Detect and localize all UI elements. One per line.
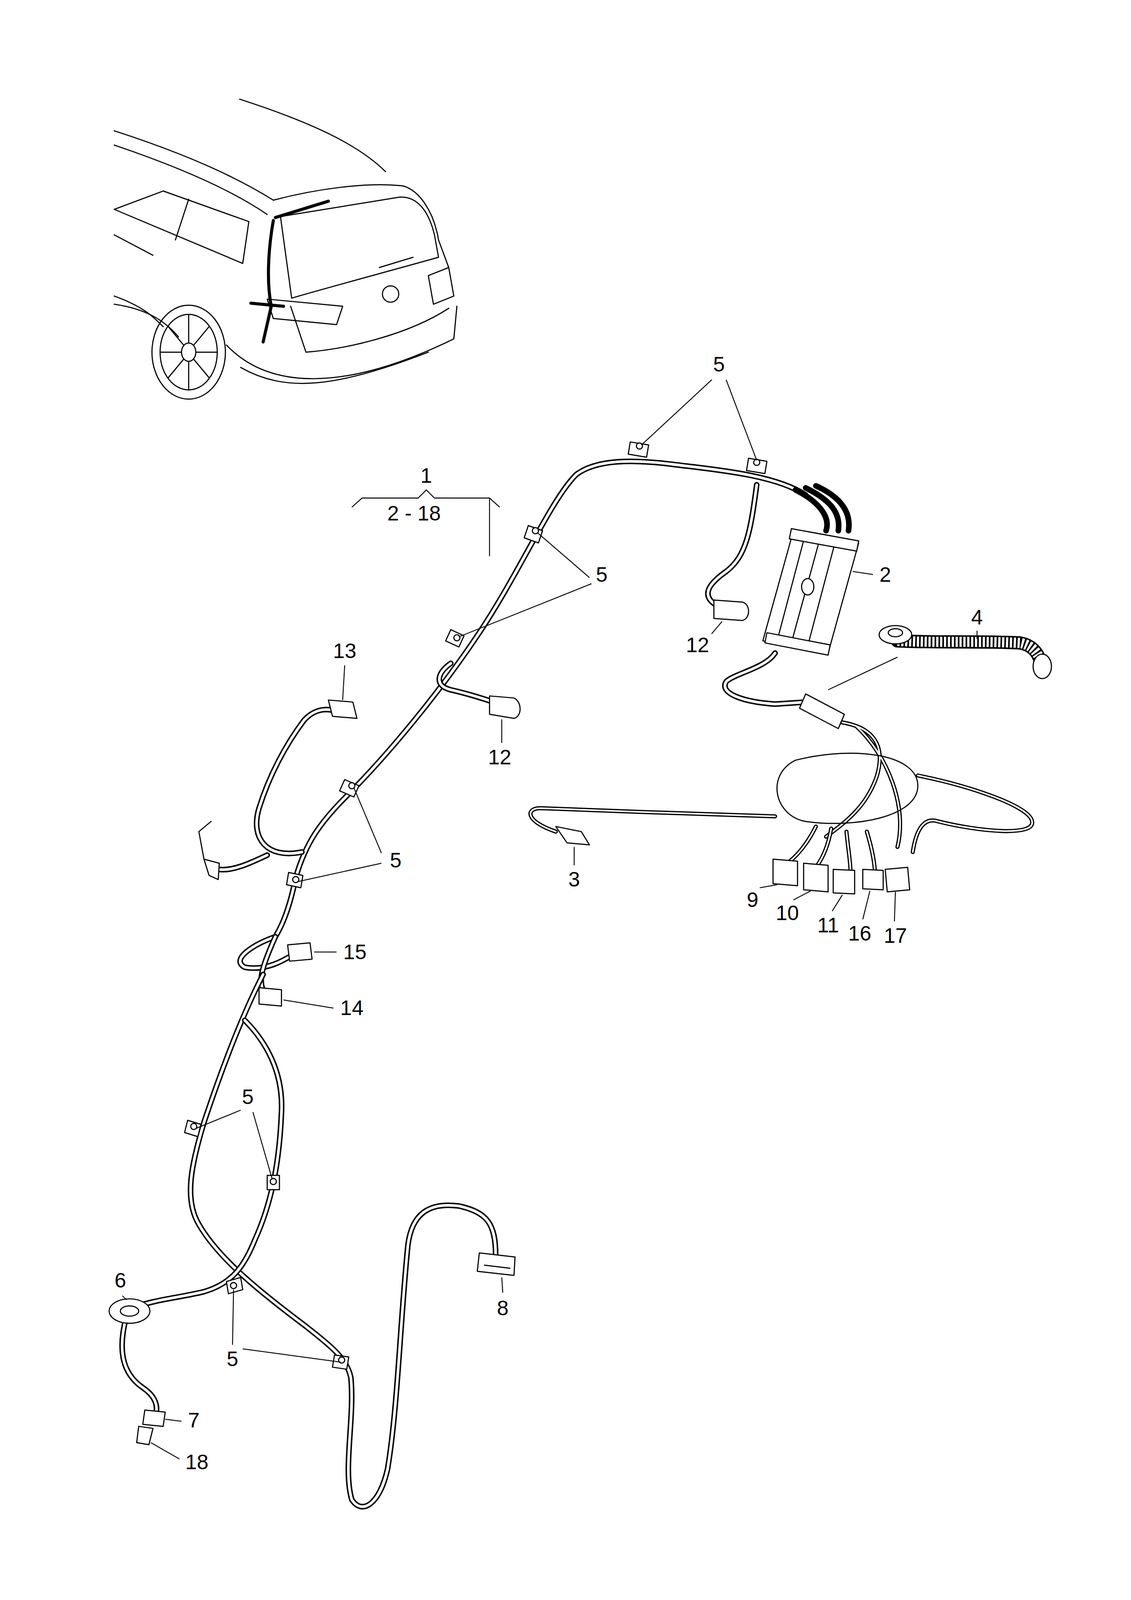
callout-number: 5	[239, 1085, 257, 1108]
callout-number: 2	[877, 563, 894, 586]
callout-number: 3	[566, 867, 583, 891]
corrugated-tube	[879, 625, 1052, 679]
callout-number: 7	[185, 1408, 203, 1432]
callout-number: 13	[330, 639, 359, 662]
callout-number: 18	[182, 1450, 211, 1473]
callout-number: 11	[814, 913, 842, 937]
callout-number: 4	[968, 605, 986, 629]
callout-number: 12	[485, 745, 514, 769]
callout-range: 2 - 18	[385, 501, 444, 525]
connectors	[108, 441, 767, 1445]
rear-wires	[530, 485, 1033, 894]
callout-number: 9	[744, 888, 761, 911]
callout-number: 5	[711, 352, 728, 376]
callout-number: 5	[387, 848, 405, 872]
callout-number: 5	[224, 1347, 241, 1370]
callout-number: 14	[337, 996, 366, 1019]
callout-number: 17	[881, 923, 910, 947]
callout-number: 16	[845, 921, 874, 945]
callout-number: 1	[418, 464, 435, 487]
leader-lines	[122, 379, 978, 1459]
harness-tubes	[122, 461, 806, 1507]
callout-number: 8	[494, 1296, 512, 1319]
callout-number: 5	[593, 563, 610, 586]
callout-number: 6	[112, 1268, 129, 1292]
callout-number: 10	[773, 901, 801, 924]
callout-number: 12	[683, 633, 712, 657]
car-sketch	[114, 98, 458, 399]
callout-number: 15	[340, 940, 369, 964]
